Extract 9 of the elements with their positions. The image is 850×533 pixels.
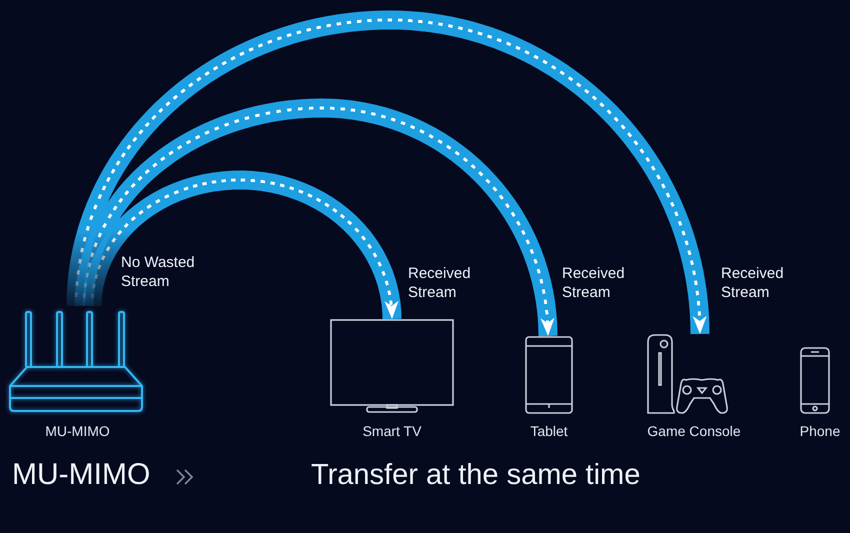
title-text: MU-MIMO <box>12 457 152 493</box>
device-label: MU-MIMO <box>44 422 111 440</box>
callout-text: No Wasted Stream <box>121 253 196 291</box>
stream-arrow <box>66 10 710 334</box>
device-label: Phone <box>798 422 842 440</box>
caption-text: Transfer at the same time <box>311 458 642 493</box>
device-label: Tablet <box>529 422 569 440</box>
device-label: Smart TV <box>362 422 422 440</box>
device-label: Game Console <box>646 422 742 440</box>
